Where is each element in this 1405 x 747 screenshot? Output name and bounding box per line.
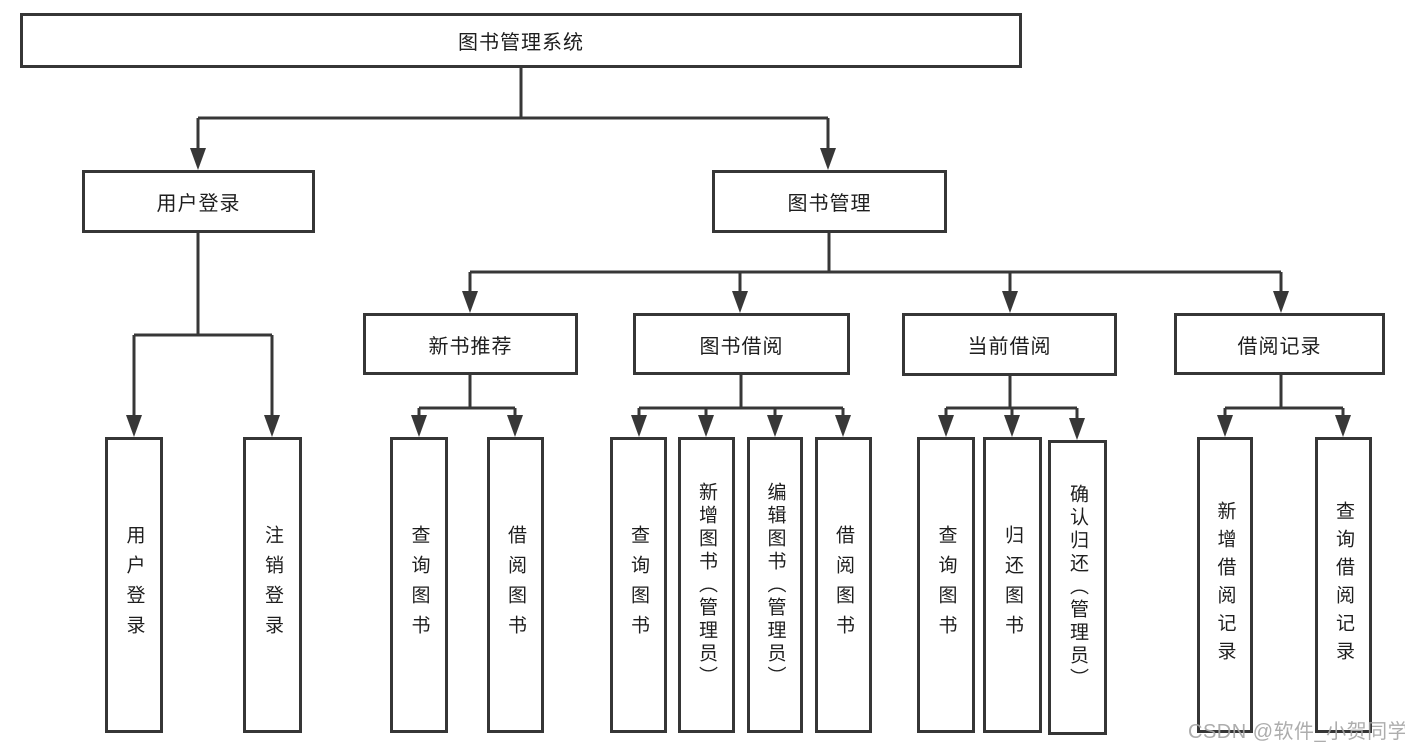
leaf-return-books: 归还图书	[983, 437, 1042, 733]
node-label: 图书管理	[787, 193, 872, 215]
leaf-edit-books-admin: 编辑图书（管理员）	[747, 437, 803, 733]
csdn-watermark: CSDN @软件_小贺同学	[1188, 721, 1405, 743]
node-label: 借阅图书	[505, 525, 526, 645]
leaf-borrow-books: 借阅图书	[487, 437, 544, 733]
node-borrowing-records: 借阅记录	[1174, 313, 1385, 375]
leaf-query-books: 查询图书	[917, 437, 975, 733]
node-label: 新增借阅记录	[1214, 501, 1236, 669]
node-user-login: 用户登录	[82, 170, 315, 233]
leaf-query-books: 查询图书	[610, 437, 667, 733]
leaf-confirm-return-admin: 确认归还（管理员）	[1048, 440, 1107, 735]
node-label: 查询图书	[935, 525, 957, 645]
node-label: 图书管理系统	[458, 32, 584, 54]
node-label: 归还图书	[1002, 525, 1023, 645]
leaf-user-login: 用户登录	[105, 437, 163, 733]
node-label: 查询图书	[408, 525, 430, 645]
leaf-borrow-books: 借阅图书	[815, 437, 872, 733]
node-label: 查询借阅记录	[1333, 501, 1354, 669]
node-book-borrowing: 图书借阅	[633, 313, 850, 375]
node-label: 确认归还（管理员）	[1067, 484, 1088, 691]
node-label: 注销登录	[262, 525, 283, 645]
node-label: 图书借阅	[699, 335, 784, 358]
leaf-add-books-admin: 新增图书（管理员）	[678, 437, 735, 733]
node-library-management-system: 图书管理系统	[20, 13, 1022, 68]
node-label: 新增图书（管理员）	[696, 481, 717, 689]
node-label: 新书推荐	[428, 335, 513, 358]
node-book-management: 图书管理	[712, 170, 947, 233]
node-new-book-recommendation: 新书推荐	[363, 313, 578, 375]
node-label: 借阅图书	[833, 525, 854, 645]
node-label: 当前借阅	[967, 336, 1052, 358]
node-label: 用户登录	[123, 525, 145, 645]
leaf-add-borrow-record: 新增借阅记录	[1197, 437, 1253, 733]
node-label: 借阅记录	[1237, 335, 1322, 358]
leaf-query-books: 查询图书	[390, 437, 448, 733]
leaf-query-borrow-record: 查询借阅记录	[1315, 437, 1372, 733]
leaf-logout: 注销登录	[243, 437, 302, 733]
node-label: 查询图书	[628, 525, 649, 645]
node-label: 编辑图书（管理员）	[764, 481, 786, 689]
node-current-borrowing: 当前借阅	[902, 313, 1117, 376]
node-label: 用户登录	[156, 193, 241, 215]
